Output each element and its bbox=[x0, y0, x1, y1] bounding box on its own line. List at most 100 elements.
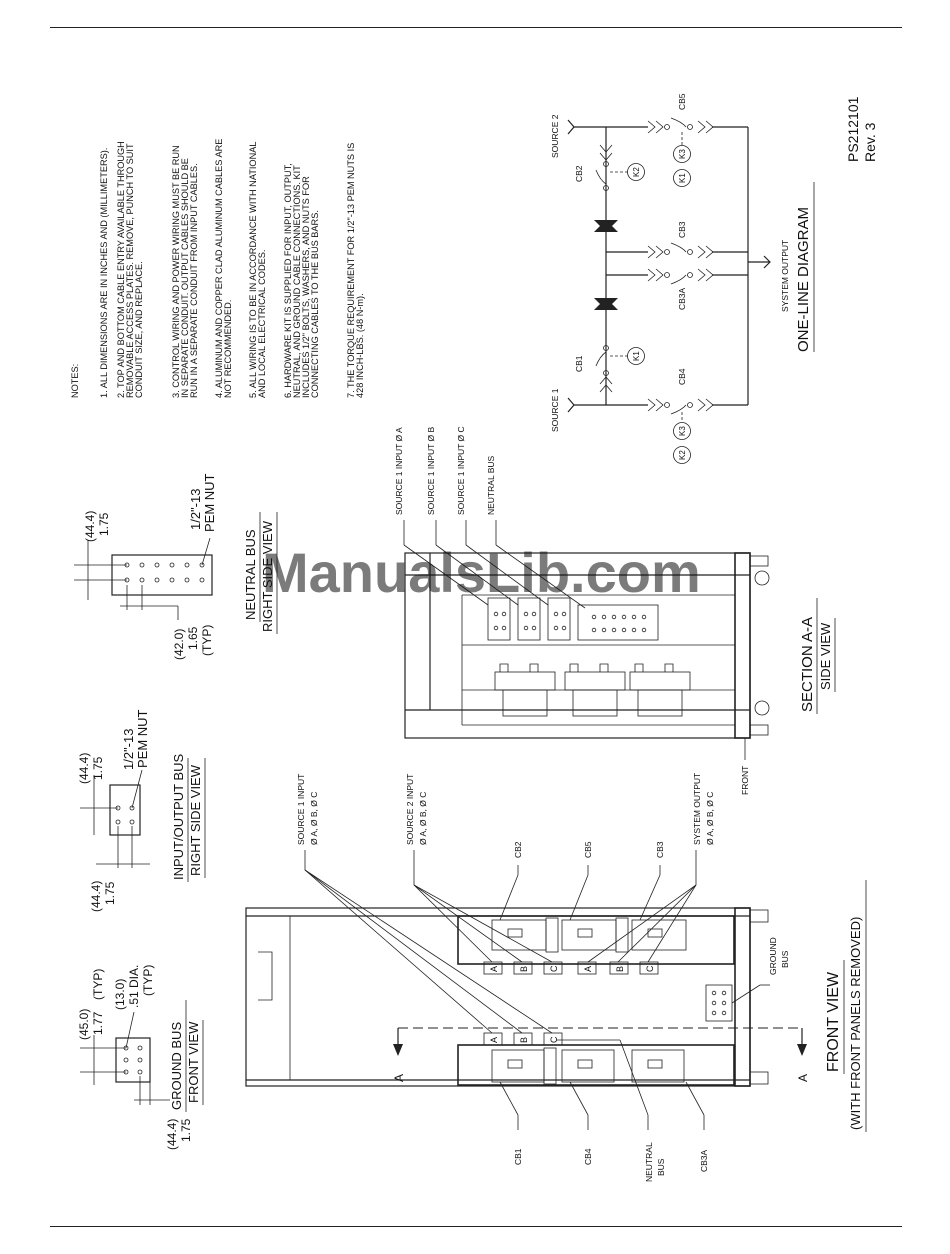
ground-dim3-in: 1.75 bbox=[179, 1118, 193, 1142]
ground-bus-front-view: (45.0) 1.77 (TYP) (13.0) .51 DIA. (TYP) … bbox=[77, 965, 204, 1150]
note-4-line-2: NOT RECOMMENDED. bbox=[223, 300, 233, 398]
front-cb5-label: CB5 bbox=[583, 841, 593, 858]
phase-box-b-3: B bbox=[519, 1037, 529, 1043]
section-mark-a-left: A bbox=[392, 1074, 406, 1082]
front-view-title-1: FRONT VIEW bbox=[825, 971, 842, 1072]
front-neutral-label-1: NEUTRAL bbox=[644, 1142, 654, 1182]
front-cb2-label: CB2 bbox=[513, 841, 523, 858]
front-neutral-label-2: BUS bbox=[656, 1158, 666, 1176]
one-line-diagram: SOURCE 2 SOURCE 1 SYSTEM OUTPUT CB2 CB1 … bbox=[550, 93, 815, 464]
io-bus-title-2: RIGHT SIDE VIEW bbox=[188, 764, 203, 876]
note-6-line-3: INCLUDES 1/2" BOLTS, WASHERS, AND NUTS F… bbox=[301, 176, 311, 398]
section-mark-a-right: A bbox=[796, 1074, 810, 1082]
front-source2-label-1: SOURCE 2 INPUT bbox=[405, 774, 415, 845]
one-line-source-2: SOURCE 2 bbox=[550, 114, 560, 158]
section-label-source1-a: SOURCE 1 INPUT Ø A bbox=[394, 427, 404, 515]
note-3-line-2: IN SEPARATE CONDUIT. OUTPUT CABLES SHOUL… bbox=[180, 158, 190, 398]
neutral-bus-title-1: NEUTRAL BUS bbox=[243, 529, 258, 620]
note-5-line-1: 5. ALL WIRING IS TO BE IN ACCORDANCE WIT… bbox=[248, 142, 258, 398]
note-2-line-3: CONDUIT SIZE, AND REPLACE. bbox=[134, 261, 144, 398]
doc-number: PS212101 bbox=[845, 96, 861, 162]
phase-box-a-1: A bbox=[489, 966, 499, 972]
doc-number-block: PS212101 Rev. 3 bbox=[845, 96, 878, 162]
one-line-cb1: CB1 bbox=[574, 355, 584, 372]
neutral-bus-side-view: (44.4) 1.75 (42.0) 1.65 (TYP) 1/2"-13 PE… bbox=[74, 473, 278, 660]
one-line-cb5: CB5 bbox=[677, 93, 687, 110]
phase-box-b-2: B bbox=[615, 966, 625, 972]
section-title-1: SECTION A-A bbox=[799, 617, 816, 712]
io-dim2-in: 1.75 bbox=[103, 881, 117, 905]
front-source1-label-1: SOURCE 1 INPUT bbox=[296, 774, 306, 845]
io-bus-title-1: INPUT/OUTPUT BUS bbox=[171, 754, 186, 880]
front-cb3a-label: CB3A bbox=[699, 1149, 709, 1172]
phase-box-c-2: C bbox=[645, 965, 655, 972]
one-line-cb2: CB2 bbox=[574, 165, 584, 182]
front-cb3-label: CB3 bbox=[655, 841, 665, 858]
note-2-line-1: 2. TOP AND BOTTOM CABLE ENTRY AVAILABLE … bbox=[116, 141, 126, 398]
note-6-line-1: 6. HARDWARE KIT IS SUPPLIED FOR INPUT, O… bbox=[283, 163, 293, 398]
one-line-k3-upper: K3 bbox=[678, 149, 687, 159]
one-line-cb3: CB3 bbox=[677, 221, 687, 238]
notes-block: NOTES: 1. ALL DIMENSIONS ARE IN INCHES A… bbox=[70, 139, 365, 398]
note-6-line-2: NEUTRAL, AND GROUND CABLE CONNECTIONS. K… bbox=[292, 165, 302, 398]
section-label-source1-c: SOURCE 1 INPUT Ø C bbox=[456, 426, 466, 515]
phase-box-a-2: A bbox=[583, 966, 593, 972]
section-a-a-view: SOURCE 1 INPUT Ø A SOURCE 1 INPUT Ø B SO… bbox=[394, 426, 836, 795]
one-line-system-output: SYSTEM OUTPUT bbox=[780, 240, 790, 312]
front-ground-label-1: GROUND bbox=[768, 937, 778, 975]
watermark: ManualsLib.com bbox=[262, 541, 701, 604]
neutral-nut-type: PEM NUT bbox=[202, 473, 217, 532]
ground-dim2-typ: (TYP) bbox=[141, 965, 155, 996]
ground-dim1-in: 1.77 bbox=[91, 1011, 105, 1035]
front-cb4-label: CB4 bbox=[583, 1148, 593, 1165]
front-output-label-1: SYSTEM OUTPUT bbox=[692, 773, 702, 845]
note-5-line-2: AND LOCAL ELECTRICAL CODES. bbox=[257, 250, 267, 398]
one-line-k3-lower: K3 bbox=[678, 426, 687, 436]
ground-dim1-typ: (TYP) bbox=[91, 969, 105, 1000]
note-6-line-4: CONNECTING CABLES TO THE BUS BARS. bbox=[310, 210, 320, 398]
note-3-line-3: RUN IN A SEPARATE CONDUIT FROM INPUT CAB… bbox=[189, 163, 199, 398]
section-title-2: SIDE VIEW bbox=[818, 622, 833, 690]
neutral-dim2-mm: (42.0) bbox=[172, 629, 186, 660]
top-rule bbox=[50, 27, 902, 28]
io-bus-side-view: (44.4) 1.75 (44.4) 1.75 1/2"-13 PEM NUT … bbox=[77, 709, 206, 912]
front-view-title-2: (WITH FRONT PANELS REMOVED) bbox=[848, 917, 863, 1130]
ground-dim2-in: .51 DIA. bbox=[127, 965, 141, 1008]
ground-bus-title-2: FRONT VIEW bbox=[186, 1021, 201, 1103]
note-3-line-1: 3. CONTROL WIRING AND POWER WIRING MUST … bbox=[171, 145, 181, 398]
neutral-dim1-in: 1.75 bbox=[97, 512, 111, 536]
front-source2-label-2: Ø A, Ø B, Ø C bbox=[418, 792, 428, 845]
phase-box-c-3: C bbox=[549, 1036, 559, 1043]
note-7-line-2: 428 INCH-LBS. (48 N-m). bbox=[355, 293, 365, 398]
ground-dim3-mm: (44.4) bbox=[165, 1119, 179, 1150]
io-nut-type: PEM NUT bbox=[135, 709, 150, 768]
io-dim1-mm: (44.4) bbox=[77, 753, 91, 784]
io-dim2-mm: (44.4) bbox=[89, 881, 103, 912]
notes-heading: NOTES: bbox=[70, 364, 80, 398]
front-output-label-2: Ø A, Ø B, Ø C bbox=[705, 792, 715, 845]
one-line-cb4: CB4 bbox=[677, 368, 687, 385]
section-front-label: FRONT bbox=[740, 766, 750, 795]
section-label-source1-b: SOURCE 1 INPUT Ø B bbox=[426, 427, 436, 515]
one-line-k1-upper: K1 bbox=[678, 173, 687, 183]
one-line-source-1: SOURCE 1 bbox=[550, 388, 560, 432]
io-dim1-in: 1.75 bbox=[91, 756, 105, 780]
doc-revision: Rev. 3 bbox=[862, 122, 878, 162]
note-1-line-1: 1. ALL DIMENSIONS ARE IN INCHES AND (MIL… bbox=[99, 148, 109, 398]
front-ground-label-2: BUS bbox=[780, 950, 790, 968]
note-2-line-2: REMOVABLE ACCESS PLATES. REMOVE, PUNCH T… bbox=[125, 143, 135, 398]
phase-box-a-3: A bbox=[489, 1037, 499, 1043]
neutral-nut-size: 1/2"-13 bbox=[188, 489, 203, 530]
one-line-cb3a: CB3A bbox=[677, 287, 687, 310]
phase-box-b-1: B bbox=[519, 966, 529, 972]
front-source1-label-2: Ø A, Ø B, Ø C bbox=[309, 792, 319, 845]
ground-dim2-mm: (13.0) bbox=[113, 979, 127, 1010]
one-line-k2-upper: K2 bbox=[632, 167, 641, 177]
note-7-line-1: 7. THE TORQUE REQUIREMENT FOR 1/2"-13 PE… bbox=[346, 143, 356, 398]
one-line-k1-lower: K1 bbox=[632, 351, 641, 361]
note-4-line-1: 4. ALUMINUM AND COPPER CLAD ALUMINUM CAB… bbox=[214, 139, 224, 398]
bottom-rule bbox=[50, 1226, 902, 1227]
neutral-dim2-in: 1.65 bbox=[186, 626, 200, 650]
io-nut-size: 1/2"-13 bbox=[121, 729, 136, 770]
